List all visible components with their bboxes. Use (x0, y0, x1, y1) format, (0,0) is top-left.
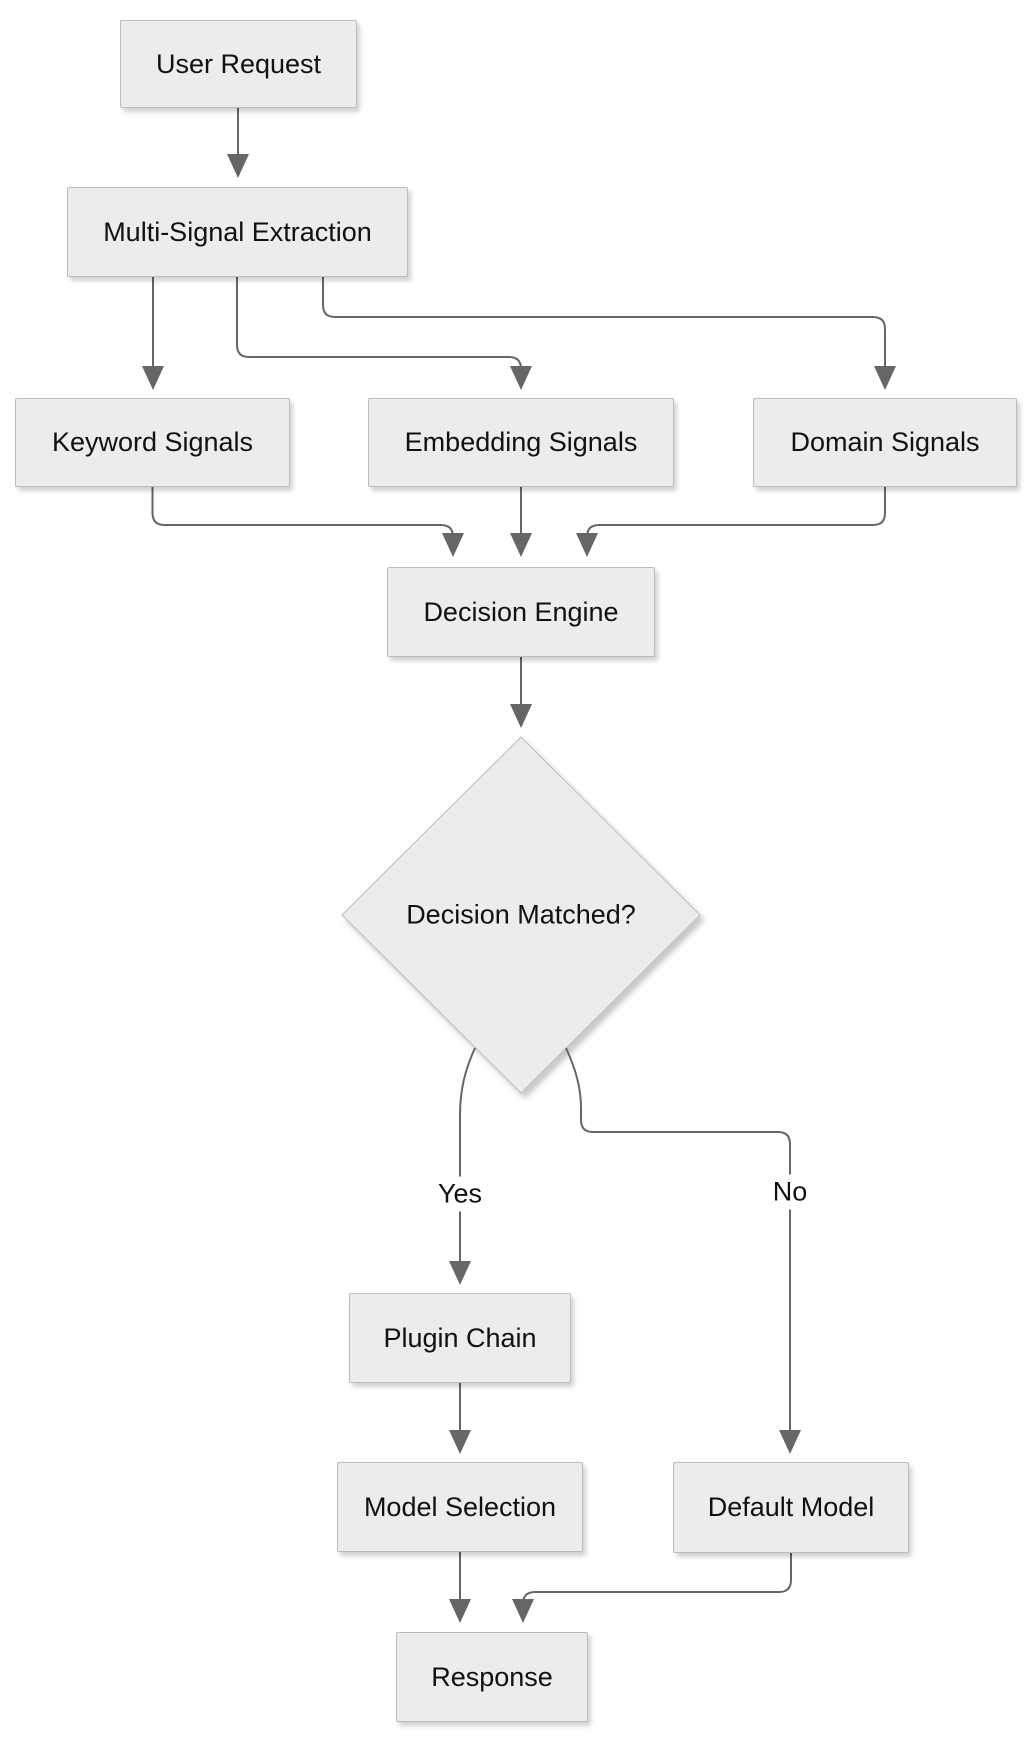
edge-decision-matched-to-default-model-no (565, 1047, 801, 1454)
edge-keyword-signals-to-decision-engine (151, 487, 464, 557)
node-default-model-label: Default Model (707, 1492, 875, 1523)
edge-decision-matched-to-plugin-chain-yes (449, 1047, 476, 1285)
node-user-request: User Request (120, 20, 357, 108)
edge-multi-signal-extraction-to-domain-signals (322, 277, 896, 390)
node-domain-signals-label: Domain Signals (790, 427, 980, 458)
node-decision-matched-label: Decision Matched? (406, 899, 636, 930)
node-user-request-label: User Request (155, 48, 322, 79)
node-decision-matched-shape (341, 736, 701, 1094)
node-domain-signals: Domain Signals (753, 398, 1017, 487)
node-keyword-signals: Keyword Signals (15, 398, 290, 487)
node-embedding-signals: Embedding Signals (368, 398, 674, 487)
edge-multi-signal-extraction-to-embedding-signals (236, 277, 532, 390)
node-default-model: Default Model (673, 1462, 909, 1553)
node-multi-signal-extraction: Multi-Signal Extraction (67, 187, 408, 277)
node-response: Response (396, 1632, 588, 1722)
edge-domain-signals-to-decision-engine (576, 487, 886, 557)
edge-label-yes: Yes (430, 1176, 490, 1212)
node-model-selection-label: Model Selection (363, 1491, 557, 1522)
node-multi-signal-extraction-label: Multi-Signal Extraction (103, 216, 372, 247)
node-model-selection: Model Selection (337, 1462, 583, 1552)
node-decision-engine: Decision Engine (387, 567, 655, 657)
edge-label-no: No (765, 1174, 815, 1210)
node-keyword-signals-label: Keyword Signals (51, 427, 254, 458)
node-plugin-chain-label: Plugin Chain (383, 1322, 537, 1353)
node-response-label: Response (431, 1661, 553, 1692)
node-plugin-chain: Plugin Chain (349, 1293, 571, 1383)
node-decision-engine-label: Decision Engine (423, 596, 619, 627)
edge-default-model-to-response (512, 1553, 792, 1623)
node-embedding-signals-label: Embedding Signals (404, 427, 638, 458)
